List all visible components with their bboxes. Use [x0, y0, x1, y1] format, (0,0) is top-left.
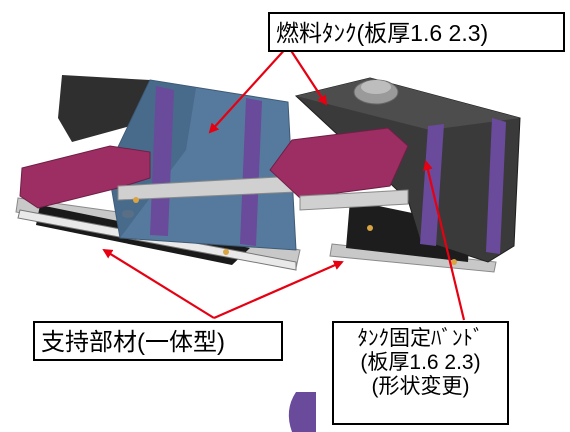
- left-bolt-2: [223, 249, 229, 255]
- tank-band-label-line-1: ﾀﾝｸ固定ﾊﾞﾝﾄﾞ: [357, 327, 484, 350]
- right-support-rail: [299, 189, 409, 211]
- support-member-label: 支持部材(一体型): [33, 321, 283, 361]
- leader-arrows: [102, 45, 466, 321]
- right-filler-cap-top: [361, 80, 391, 94]
- tank-band-label-line-2: (板厚1.6 2.3): [360, 351, 481, 375]
- tank-band-label-line-3: (形状変更): [371, 375, 470, 399]
- left-bolt-1: [133, 197, 139, 203]
- arrow-support-to-right-base: [213, 260, 344, 320]
- right-assembly: [269, 77, 521, 273]
- arrow-band-to-right-band: [423, 160, 466, 321]
- arrow-fuel-to-right-tank: [287, 45, 328, 106]
- right-support-member: [269, 127, 409, 199]
- band-detail-partial: [288, 392, 316, 432]
- right-bolt-2: [451, 259, 457, 265]
- fuel-tank-label: 燃料ﾀﾝｸ(板厚1.6 2.3): [268, 12, 565, 52]
- right-tank-top: [296, 78, 520, 130]
- left-assembly: [15, 75, 301, 271]
- arrow-support-to-left-base: [102, 248, 215, 319]
- left-support-member: [19, 145, 151, 209]
- left-drain-plug: [122, 210, 134, 218]
- right-bolt-1: [367, 225, 373, 231]
- arrow-fuel-to-left-tank: [208, 45, 289, 134]
- left-tank-band-2: [240, 98, 262, 246]
- tank-band-label: ﾀﾝｸ固定ﾊﾞﾝﾄﾞ (板厚1.6 2.3) (形状変更): [332, 321, 509, 425]
- right-tank-band-2: [486, 118, 506, 254]
